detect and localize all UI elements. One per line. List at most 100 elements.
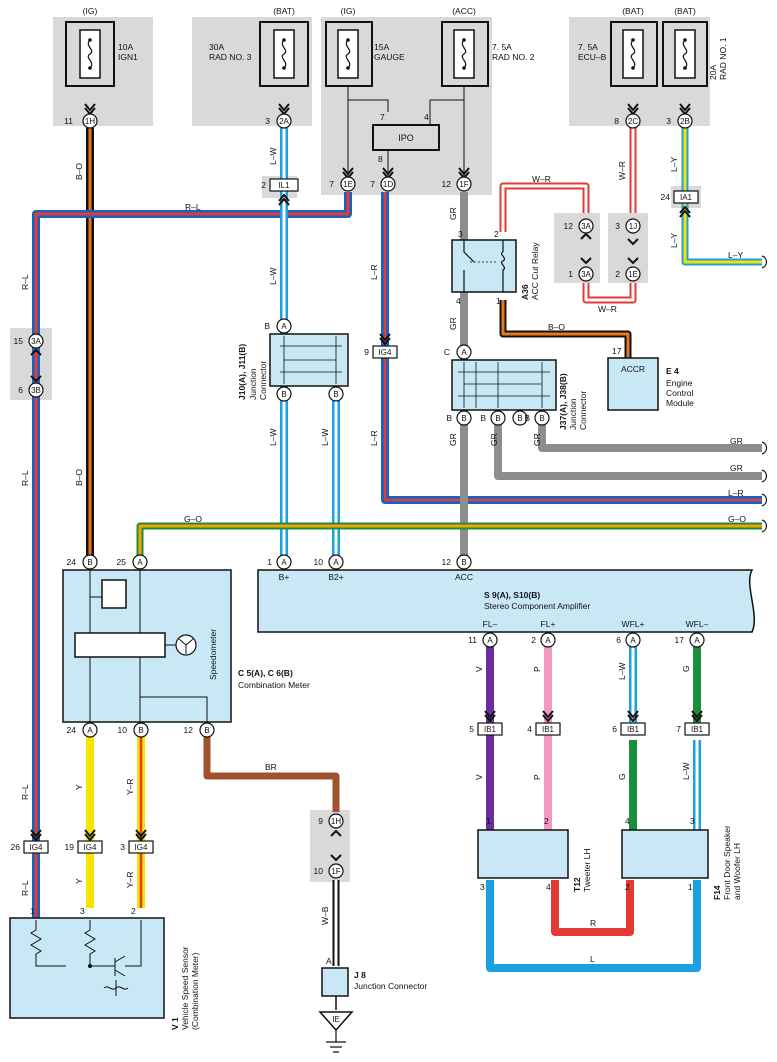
wire-label: L–Y <box>669 233 679 248</box>
tweeter-pin: 4 <box>546 882 551 892</box>
wire-label: Y <box>74 878 84 884</box>
pin-number: 10 <box>314 557 324 567</box>
pin-number: 2 <box>531 635 536 645</box>
relay-ref: A36 <box>520 284 530 300</box>
combination-meter: B 24 A 25 Speedometer A 24 B 10 B 12 C 5… <box>62 554 310 738</box>
pin-letter: A <box>137 558 143 567</box>
ecm-line1: Engine <box>666 378 693 388</box>
conn-top: 3A <box>31 337 41 346</box>
amp-pin-label: B2+ <box>328 572 343 582</box>
jb-conn: 1F <box>459 180 468 189</box>
fuse-name: ECU–B <box>578 52 607 62</box>
meter-ref: C 5(A), C 6(B) <box>238 668 293 678</box>
fuse-conn: 1H <box>85 117 95 126</box>
pin-number: 11 <box>468 635 477 645</box>
fuse-ecub: (BAT) 7. 5A ECU–B 2C 8 <box>578 6 658 129</box>
amp-pin-label: FL+ <box>541 619 556 629</box>
wire-label: L <box>590 954 595 964</box>
vss-pin: 3 <box>80 906 85 916</box>
fuse-name: RAD NO. 3 <box>209 52 252 62</box>
pin-letter: A <box>630 636 636 645</box>
wire-label: L–Y <box>669 157 679 172</box>
ipo-pin-bottom: 8 <box>378 154 383 164</box>
ipo-pin-left: 7 <box>380 112 385 122</box>
fuse-pin: 11 <box>64 116 73 126</box>
wire-label: Y <box>74 784 84 790</box>
pin-letter: B <box>517 414 522 423</box>
wire-label: L–W <box>681 763 691 780</box>
conn-label: IG4 <box>30 843 43 852</box>
amp-pin-label: WFL+ <box>622 619 645 629</box>
wire-label: Y–R <box>125 778 135 795</box>
j8-pin: A <box>326 956 332 966</box>
wire-label: L–W <box>268 268 278 285</box>
fuse-ign1: (IG) 10A IGN1 1H 11 <box>64 6 138 129</box>
wire-label: L–W <box>268 148 278 165</box>
stereo-amplifier: A 1 A 10 B 12 B+ B2+ ACC S 9(A), S10(B) … <box>257 554 756 648</box>
fuse-conn: 2C <box>628 117 638 126</box>
speaker-pin: 1 <box>688 882 693 892</box>
wire-label: R–L <box>20 784 30 800</box>
wire-label: L–W <box>320 429 330 446</box>
wire-label: G <box>617 773 627 780</box>
pin-number: 12 <box>442 557 452 567</box>
wire-label: B–O <box>74 469 84 486</box>
fuse-name: IGN1 <box>118 52 138 62</box>
conn-label: IG4 <box>379 348 392 357</box>
connector-relay-left: 3A 12 3A 1 <box>564 218 594 282</box>
conn-bottom: 1E <box>628 270 638 279</box>
fuse-name: GAUGE <box>374 52 405 62</box>
jc1-desc2: Connector <box>258 361 268 400</box>
pin-letter: B <box>461 414 466 423</box>
pin-letter: B <box>495 414 500 423</box>
wire-label: R–L <box>20 470 30 486</box>
vss-pin: 1 <box>30 906 35 916</box>
relay-name: ACC Cut Relay <box>530 242 540 300</box>
pin-letter: A <box>87 726 93 735</box>
amp-pin-label: ACC <box>455 572 473 582</box>
vss-name1: Vehicle Speed Sensor <box>180 946 190 1030</box>
relay-pin1: 1 <box>496 296 501 306</box>
conn-pin: 19 <box>65 842 75 852</box>
junction-connector-j8: A J 8 Junction Connector IE <box>318 956 427 1053</box>
pin-letter: B <box>461 558 466 567</box>
pin-number: 24 <box>67 725 77 735</box>
speaker-pin: 4 <box>625 816 630 826</box>
engine-control-module: 17 ACCR E 4 Engine Control Module <box>607 346 694 411</box>
acc-cut-relay: 3 2 4 1 A36 ACC Cut Relay <box>451 229 540 306</box>
pin-letter: A <box>281 322 287 331</box>
connector-il1: IL1 2 <box>261 178 299 206</box>
conn-bottom-pin: 10 <box>314 866 324 876</box>
ipo-label: IPO <box>398 133 414 143</box>
pin-letter: B <box>281 390 286 399</box>
wire-label: GR <box>448 207 458 220</box>
pin-letter: B <box>264 321 270 331</box>
pin-letter: B <box>539 414 544 423</box>
pin-letter: A <box>545 636 551 645</box>
wire-label: W–R <box>598 304 617 314</box>
speaker-ref: F14 <box>712 885 722 900</box>
speaker-pin: 3 <box>690 816 695 826</box>
wire-label: L–W <box>268 429 278 446</box>
amp-name: Stereo Component Amplifier <box>484 601 590 611</box>
j8-ref: J 8 <box>354 970 366 980</box>
fuse-pin: 8 <box>614 116 619 126</box>
wire-label: W–R <box>617 161 627 180</box>
connector-ia1: IA1 24 <box>661 190 699 218</box>
conn-bottom: 1F <box>331 867 340 876</box>
conn-pin: 6 <box>612 724 617 734</box>
fuse-pin: 3 <box>265 116 270 126</box>
pin-number: 25 <box>117 557 127 567</box>
jb-pin: 7 <box>370 179 375 189</box>
fuse-conn: 2B <box>680 117 690 126</box>
pin-letter: B <box>524 413 530 423</box>
jb-pin: 12 <box>442 179 452 189</box>
wire-label: GR <box>730 436 743 446</box>
connector-ig4-bottom: IG4 26 IG4 19 IG4 3 <box>11 829 154 854</box>
conn-top-pin: 9 <box>318 816 323 826</box>
pin-letter: A <box>333 558 339 567</box>
meter-name: Combination Meter <box>238 680 310 690</box>
conn-label: IB1 <box>691 725 704 734</box>
pin-number: 17 <box>675 635 685 645</box>
